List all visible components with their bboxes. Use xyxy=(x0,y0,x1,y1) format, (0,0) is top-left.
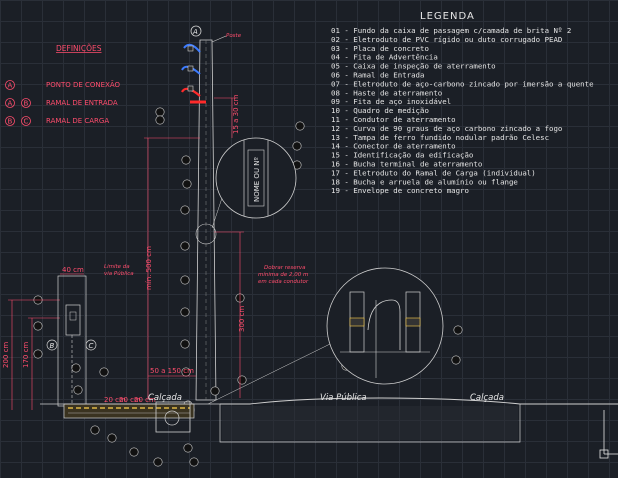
point-a-marker xyxy=(190,25,202,37)
poste-label: Poste xyxy=(226,33,242,39)
legend-title: LEGENDA xyxy=(420,11,475,22)
callout-marker xyxy=(155,115,165,125)
dim-min-pole: mín. 500 cm xyxy=(145,246,153,290)
legend-item: 07 - Eletroduto de aço-carbono zincado p… xyxy=(331,79,594,88)
definition-row-a: A PONTO DE CONEXÃO xyxy=(5,80,121,90)
legend-item: 15 - Identificação da edificação xyxy=(331,151,473,160)
underground-duct xyxy=(63,401,195,433)
legend-item: 04 - Fita de Advertência xyxy=(331,53,438,62)
point-c-marker xyxy=(85,339,97,351)
callout-marker xyxy=(71,363,81,373)
callout-marker xyxy=(99,367,109,377)
callout-marker xyxy=(153,457,163,467)
callout-marker xyxy=(210,386,220,396)
legend-item: 17 - Eletroduto do Ramal de Carga (indiv… xyxy=(331,168,536,177)
callout-marker xyxy=(183,443,193,453)
callout-marker xyxy=(180,275,190,285)
legend-item: 10 - Quadro de medição xyxy=(331,106,429,115)
ground-profile xyxy=(40,397,618,443)
callout-marker xyxy=(155,107,165,117)
callout-marker xyxy=(180,241,190,251)
definition-row-bc: B C RAMAL DE CARGA xyxy=(5,116,109,126)
callout-marker xyxy=(129,447,139,457)
def-text-ab: RAMAL DE ENTRADA xyxy=(46,99,118,107)
dim-40: 40 cm xyxy=(62,266,84,274)
point-b-label: B xyxy=(50,342,55,350)
callout-marker xyxy=(180,205,190,215)
nameplate-text: NOME OU Nº xyxy=(253,157,261,202)
callout-marker xyxy=(33,321,43,331)
dobrar-line-2: mínima de 2,00 m xyxy=(258,271,308,278)
callout-marker xyxy=(295,121,305,131)
def-symbol-ab-1: A xyxy=(8,100,13,108)
legend-item: 06 - Ramal de Entrada xyxy=(331,71,424,80)
service-entrance-wires xyxy=(181,43,206,104)
def-symbol-ab-2: B xyxy=(24,100,29,108)
ucs-icon xyxy=(599,410,618,459)
legend-item: 05 - Caixa de inspeção de aterramento xyxy=(331,62,496,71)
ground-label-via-publica: Via Pública xyxy=(320,393,367,403)
meter-wall xyxy=(57,275,87,407)
callout-marker xyxy=(181,155,191,165)
def-text-a: PONTO DE CONEXÃO xyxy=(46,80,121,89)
def-symbol-bc-2: C xyxy=(24,118,29,126)
legend-list: 01 - Fundo da caixa de passagem c/camada… xyxy=(331,26,594,195)
callout-marker xyxy=(107,433,117,443)
callout-marker xyxy=(182,179,192,189)
legend-item: 14 - Conector de aterramento xyxy=(331,142,456,151)
pole xyxy=(195,35,227,401)
point-b-marker xyxy=(46,339,58,351)
legend-item: 01 - Fundo da caixa de passagem c/camada… xyxy=(331,26,571,35)
point-a-label: A xyxy=(192,28,198,36)
def-symbol-a: A xyxy=(8,82,13,90)
ground-label-calcada-left: Calçada xyxy=(148,393,182,403)
callout-marker xyxy=(189,457,199,467)
detail-nameplate xyxy=(195,137,297,245)
dobrar-line-1: Dobrar reserva xyxy=(264,265,306,271)
def-text-bc: RAMAL DE CARGA xyxy=(46,117,109,125)
detail-inspection-box xyxy=(207,267,444,405)
definitions-title: DEFINIÇÕES xyxy=(56,44,102,53)
point-c-label: C xyxy=(89,342,94,350)
definition-row-ab: A B RAMAL DE ENTRADA xyxy=(5,98,118,108)
callout-marker xyxy=(73,385,83,395)
dim-200: 200 cm xyxy=(2,342,10,368)
dim-170: 170 cm xyxy=(22,342,30,368)
legend-item: 12 - Curva de 90 graus de aço carbono zi… xyxy=(331,124,562,133)
legend-item: 02 - Eletroduto de PVC rígido ou duto co… xyxy=(331,35,562,44)
def-symbol-bc-1: B xyxy=(8,118,13,126)
dim-20a: 20 cm xyxy=(104,396,126,404)
legend-item: 18 - Bucha e arruela de alumínio ou flan… xyxy=(331,177,518,186)
limite-label-1: Limite da xyxy=(104,264,130,270)
legend-item: 03 - Placa de concreto xyxy=(331,44,429,53)
legend-item: 13 - Tampa de ferro fundido nodular padr… xyxy=(331,133,549,142)
legend-item: 11 - Condutor de aterramento xyxy=(331,115,456,124)
dim-20c: 20 cm xyxy=(134,396,156,404)
callout-marker xyxy=(90,425,100,435)
dobrar-line-3: em cada condutor xyxy=(258,279,309,285)
legend-item: 08 - Haste de aterramento xyxy=(331,88,442,97)
callout-marker xyxy=(180,307,190,317)
callout-marker xyxy=(292,141,302,151)
legend-item: 16 - Bucha terminal de aterramento xyxy=(331,160,482,169)
callout-marker xyxy=(237,375,247,385)
dim-20b: 20 cm xyxy=(119,396,141,404)
callout-marker xyxy=(451,355,461,365)
limite-label-2: via Pública xyxy=(104,270,134,277)
legend-item: 19 - Envelope de concreto magro xyxy=(331,186,469,195)
ground-label-calcada-right: Calçada xyxy=(470,393,504,403)
dimension-lines xyxy=(8,97,244,410)
dim-15-30: 15 a 30 cm xyxy=(232,94,240,134)
legend-item: 09 - Fita de aço inoxidável xyxy=(331,97,451,106)
callout-marker xyxy=(33,349,43,359)
callout-marker xyxy=(180,339,190,349)
callout-marker xyxy=(453,325,463,335)
dim-300: 300 cm xyxy=(238,306,246,332)
dim-50-150: 50 a 150 cm xyxy=(150,367,194,375)
